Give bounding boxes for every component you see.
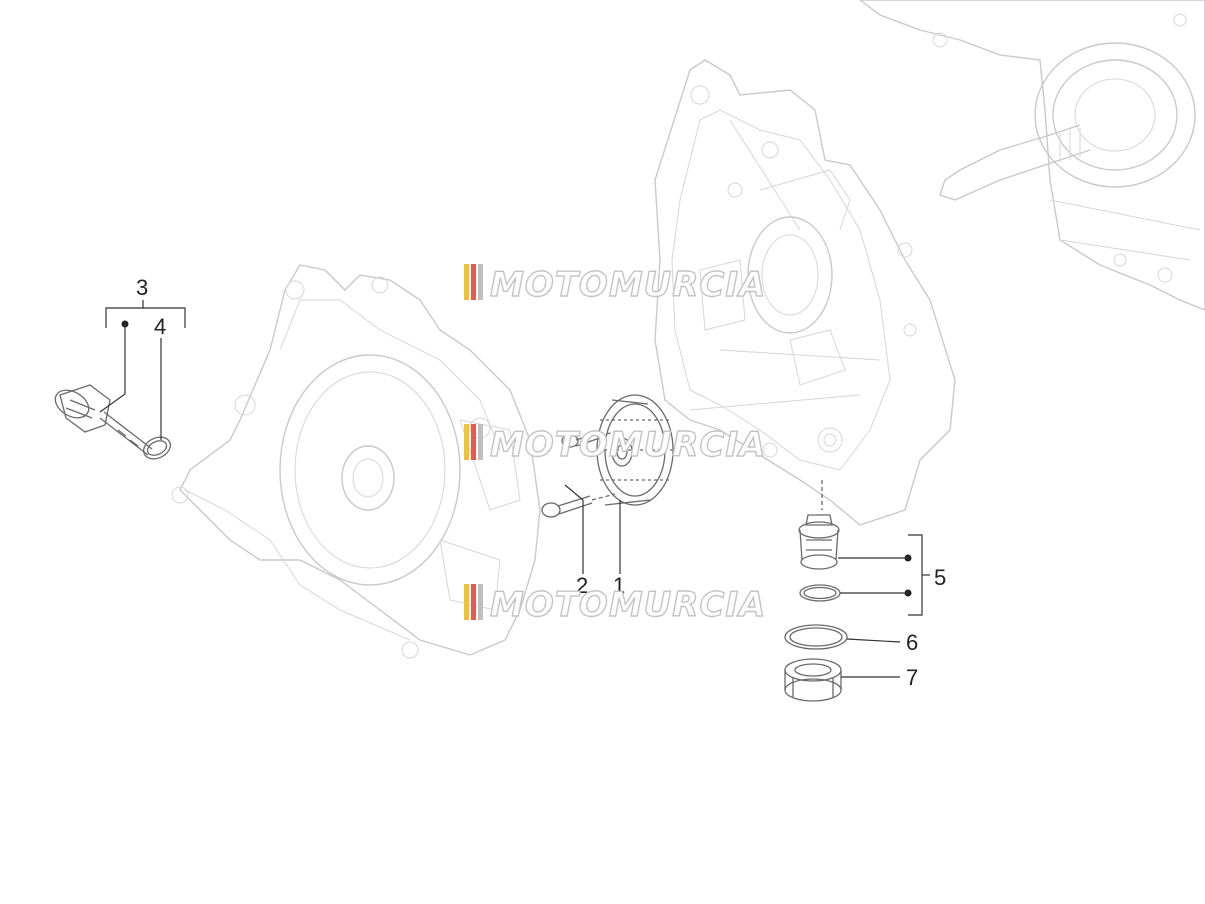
left-crankcase-cover-ghost [171, 264, 541, 659]
watermark-text: MOTOMURCIA [490, 265, 766, 305]
watermark-stripe-yellow [464, 264, 469, 300]
watermark-text: MOTOMURCIA [490, 425, 766, 465]
watermark-stripe-grey [478, 584, 483, 620]
callout-1: 1 [613, 573, 625, 598]
callout-7: 7 [906, 665, 918, 690]
dipstick-oring-part [142, 436, 172, 460]
watermark-stripe-red [471, 424, 476, 460]
watermark-logo: MOTOMURCIA [464, 424, 766, 466]
callout-6: 6 [906, 630, 918, 655]
idler-gear-part [596, 394, 674, 506]
watermark-stripe-yellow [464, 424, 469, 460]
watermark-text: MOTOMURCIA [490, 585, 766, 625]
callout-3: 3 [136, 275, 148, 300]
filter-oring-large-part [784, 624, 848, 650]
right-crankcase-ghost [654, 59, 956, 526]
oil-dipstick-part [54, 384, 153, 456]
watermark-stripe-red [471, 264, 476, 300]
callout-2: 2 [576, 573, 588, 598]
watermark-stripe-grey [478, 424, 483, 460]
gear-screws-part [541, 429, 621, 518]
callout-5: 5 [934, 565, 946, 590]
oil-filter-part [798, 480, 840, 570]
watermark-stripe-grey [478, 264, 483, 300]
watermark-logo: MOTOMURCIA [464, 584, 766, 626]
callout-leaders [99, 300, 930, 678]
far-right-crankcase-ghost [858, 0, 1205, 311]
callout-4: 4 [154, 314, 166, 339]
drain-plug-part [784, 658, 842, 702]
watermark-stripe-yellow [464, 584, 469, 620]
watermark-stripe-red [471, 584, 476, 620]
watermark-logo: MOTOMURCIA [464, 264, 766, 306]
filter-oring-small-part [799, 584, 841, 602]
